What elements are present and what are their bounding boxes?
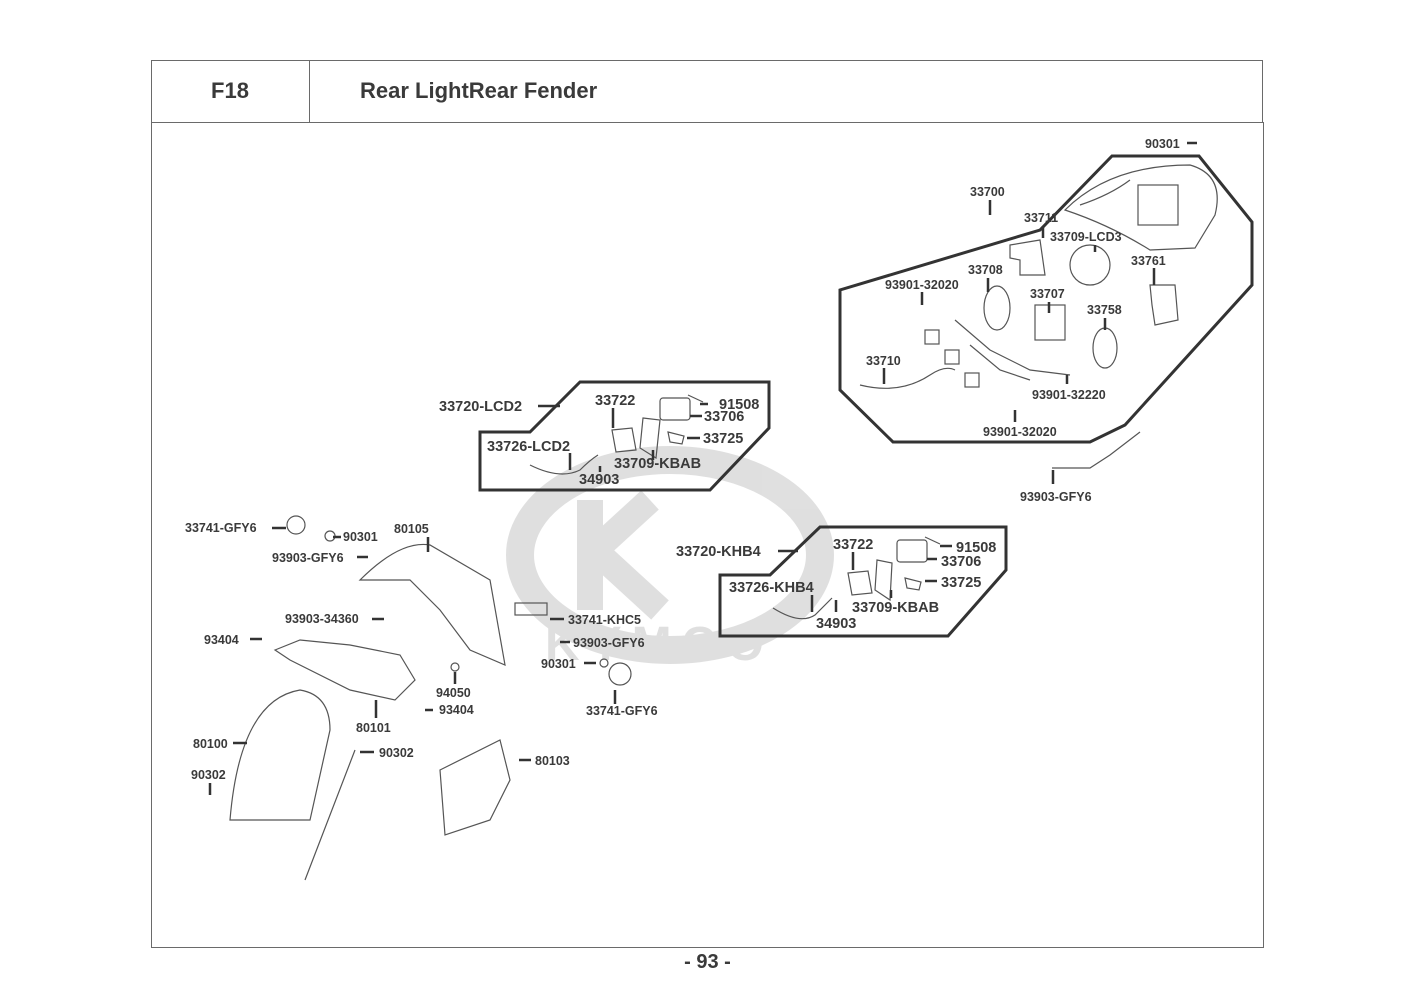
- license-light-lcd2-outline: [478, 380, 771, 492]
- part-label: 33725: [941, 575, 981, 591]
- page-number: - 93 -: [684, 951, 731, 973]
- part-label: 33720-LCD2: [439, 399, 522, 415]
- part-label: 33722: [833, 537, 873, 553]
- fender-parts: [229, 515, 632, 881]
- part-label: 34903: [816, 616, 856, 632]
- part-label: 93901-32020: [885, 278, 959, 292]
- part-label: 33741-KHC5: [568, 613, 641, 627]
- watermark-ring: [506, 446, 834, 664]
- part-label: 33726-KHB4: [729, 580, 814, 596]
- part-label: 33707: [1030, 287, 1065, 301]
- part-label: 93901-32220: [1032, 388, 1106, 402]
- part-label: 93903-GFY6: [573, 636, 645, 650]
- part-label: 90302: [191, 768, 226, 782]
- watermark-text: KYMCO: [545, 618, 774, 671]
- part-label: 94050: [436, 686, 471, 700]
- watermark-k: [577, 490, 669, 620]
- part-label: 33709-KBAB: [852, 600, 939, 616]
- part-label: 90301: [1145, 137, 1180, 151]
- kymco-watermark: KYMCO: [506, 446, 834, 671]
- part-label: 93404: [204, 633, 239, 647]
- part-label: 33720-KHB4: [676, 544, 761, 560]
- part-label: 33709-KBAB: [614, 456, 701, 472]
- part-label: 80105: [394, 522, 429, 536]
- part-label: 90302: [379, 746, 414, 760]
- license-light-lcd2-parts: [529, 394, 704, 475]
- taillight-assembly-outline: [838, 154, 1254, 444]
- part-label: 90301: [343, 530, 378, 544]
- part-label: 80101: [356, 721, 391, 735]
- part-label: 91508: [956, 540, 996, 556]
- part-label: 33711: [1024, 211, 1058, 225]
- part-label: 33758: [1087, 303, 1122, 317]
- part-label: 91508: [719, 397, 759, 413]
- leader-lines: [208, 141, 1197, 795]
- part-label: 93901-32020: [983, 425, 1057, 439]
- part-label: 33726-LCD2: [487, 439, 570, 455]
- part-label: 33741-GFY6: [185, 521, 257, 535]
- part-label: 33706: [941, 554, 981, 570]
- part-label: 33710: [866, 354, 901, 368]
- part-label: 93903-GFY6: [1020, 490, 1092, 504]
- bulb-strip-part: [1052, 431, 1141, 469]
- part-label: 33741-GFY6: [586, 704, 658, 718]
- taillight-housing-part: [1063, 164, 1218, 251]
- part-label: 33706: [704, 409, 744, 425]
- part-label: 80103: [535, 754, 570, 768]
- license-light-khb4-parts: [772, 536, 941, 620]
- part-label: 34903: [579, 472, 619, 488]
- part-label: 33708: [968, 263, 1003, 277]
- part-label: 93903-GFY6: [272, 551, 344, 565]
- part-label: 90301: [541, 657, 576, 671]
- part-label: 33700: [970, 185, 1005, 199]
- page-title: Rear LightRear Fender: [360, 78, 598, 103]
- diagram-frame: [151, 122, 1264, 948]
- header-frame: [151, 60, 1263, 122]
- license-light-khb4-outline: [718, 525, 1008, 638]
- part-label: 93903-34360: [285, 612, 359, 626]
- part-label: 33722: [595, 393, 635, 409]
- section-code: F18: [151, 60, 310, 122]
- part-label: 33761: [1131, 254, 1166, 268]
- part-labels: 90301 33700 33711 33709-LCD3 33708 33761…: [185, 137, 1180, 782]
- part-label: 33725: [703, 431, 743, 447]
- part-label: 80100: [193, 737, 228, 751]
- part-label: 33709-LCD3: [1050, 230, 1122, 244]
- part-label: 93404: [439, 703, 474, 717]
